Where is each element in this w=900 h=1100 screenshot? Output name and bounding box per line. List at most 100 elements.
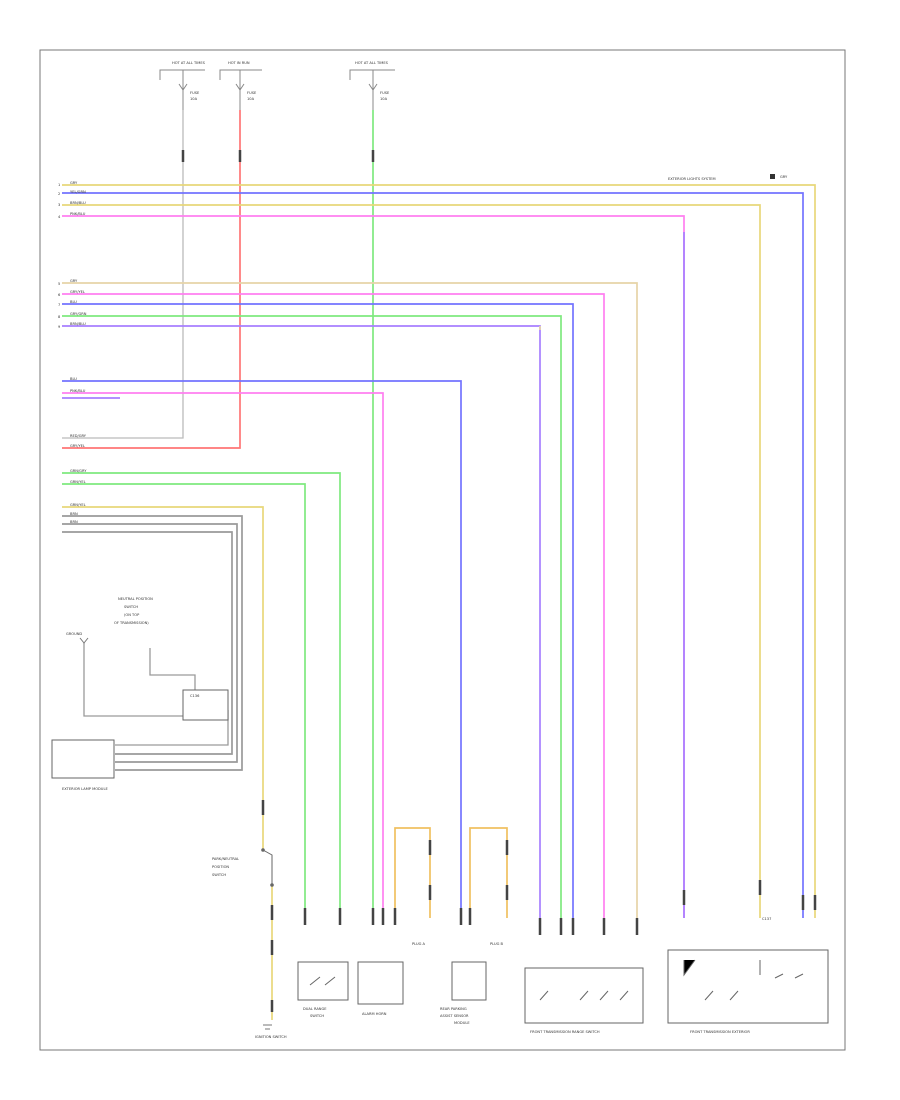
wire-label: RED/GRY (70, 434, 87, 438)
wire-g1-brown (62, 204, 761, 918)
wire-g6-gray-c (62, 531, 233, 755)
connector-ticks (181, 150, 817, 1012)
neutral-text-line: (ON TOP (124, 613, 140, 617)
wire-g2-green (62, 315, 562, 918)
rear-parking-line: MODULE (454, 1021, 470, 1025)
front-range-switch-label: FRONT TRANSMISSION RANGE SWITCH (530, 1030, 600, 1034)
wire-label: GRN/YEL (70, 480, 86, 484)
wire-label: BRN/BLU (70, 322, 86, 326)
wire-label: BRN (70, 520, 78, 524)
park-switch-line: POSITION (212, 865, 229, 869)
fuse-middle-rating: 10A (247, 97, 255, 101)
dual-range-switch (297, 961, 349, 1001)
left-labels-group3: BLU PNK/BLU (70, 377, 86, 393)
park-neutral-switch: PARK/NEUTRAL POSITION SWITCH (212, 848, 274, 887)
wire-g2-blue (62, 303, 574, 918)
fuse-feed-middle: HOT IN RUN FUSE 10A (219, 61, 262, 110)
left-labels-group4: RED/GRY GRY/YEL (70, 434, 87, 448)
left-labels-group1: GRY YEL/GRN BRN/BLU PNK/BLU (70, 181, 86, 216)
exterior-lights-label: EXTERIOR LIGHTS SYSTEM (668, 177, 716, 181)
wire-g5-green-a (62, 472, 341, 918)
wire-g3-pink (62, 392, 384, 918)
svg-text:6: 6 (58, 293, 61, 297)
svg-text:1: 1 (58, 183, 60, 187)
top-right-wire-label: GRY (780, 175, 788, 179)
svg-text:5: 5 (58, 282, 60, 286)
wire-g1-gray (62, 184, 816, 918)
wire-label: BRN/BLU (70, 201, 86, 205)
neutral-text-line: SWITCH (124, 605, 138, 609)
wire-feed-middle-red (62, 110, 241, 449)
svg-text:2: 2 (58, 192, 60, 196)
dual-range-line: DUAL RANGE (303, 1007, 327, 1011)
fuse-right-name: FUSE (380, 91, 390, 95)
neutral-text-line: NEUTRAL POSITION (118, 597, 153, 601)
wire-label: BLU (70, 377, 77, 381)
fuse-feed-left: HOT AT ALL TIMES FUSE 10A (159, 61, 206, 110)
switch-contacts-icon (309, 976, 336, 986)
wire-module-link (149, 648, 196, 690)
wire-label: GRN/GRY (70, 469, 87, 473)
wire-label: GRY/GRN (70, 312, 87, 316)
exterior-switch-contacts (683, 959, 804, 1001)
left-pin-numbers: 12 34 56 78 9 (58, 183, 61, 329)
wire-g2-pink (62, 293, 605, 918)
wire-g1-blue (62, 192, 804, 918)
left-labels-group5: GRN/GRY GRN/YEL (70, 469, 87, 484)
wire-label: YEL/GRN (70, 190, 86, 194)
plug-b-label: PLUG B (490, 942, 504, 946)
front-transmission-exterior (667, 949, 829, 1024)
fuse-feed-right: HOT AT ALL TIMES FUSE 10A (349, 61, 395, 110)
wire-label: BLU (70, 300, 77, 304)
wire-label: GRY (70, 279, 78, 283)
fuse-middle-name: FUSE (247, 91, 257, 95)
fuse-left-rating: 10A (190, 97, 198, 101)
wire-g6-gray-b (62, 523, 238, 763)
ground-icon (79, 637, 89, 644)
neutral-switch-module (182, 689, 229, 721)
fuse-right-hot: HOT AT ALL TIMES (355, 61, 389, 65)
wire-feed-left (62, 110, 184, 439)
plug-c-label: C136 (190, 694, 200, 698)
wire-g3-blue (62, 380, 462, 918)
alarm-horn (357, 961, 404, 1005)
wire-label: GRN/YEL (70, 503, 86, 507)
rear-parking-line: ASSIST SENSOR (440, 1014, 469, 1018)
fuse-middle-hot: HOT IN RUN (228, 61, 250, 65)
wire-module-out (115, 710, 229, 746)
ground-label: GROUND (66, 632, 82, 636)
range-switch-contacts (539, 990, 629, 1001)
wire-g2-gray (62, 282, 638, 918)
fuse-left-name: FUSE (190, 91, 200, 95)
exterior-lamp-module (51, 739, 115, 779)
splice-icon (770, 174, 775, 179)
neutral-switch-text: NEUTRAL POSITION SWITCH (ON TOP OF TRANS… (114, 597, 153, 625)
svg-text:4: 4 (58, 215, 61, 219)
park-switch-line: SWITCH (212, 873, 226, 877)
diagram-frame (39, 49, 846, 1051)
left-labels-group6: GRN/YEL BRN BRN (70, 503, 86, 524)
ignition-switch-label: IGNITION SWITCH (255, 1035, 287, 1039)
svg-text:3: 3 (58, 203, 60, 207)
exterior-lamp-module-label: EXTERIOR LAMP MODULE (62, 787, 108, 791)
wire-label: PNK/BLU (70, 212, 86, 216)
neutral-text-line: OF TRANSMISSION) (114, 621, 149, 625)
alarm-horn-label: ALARM HORN (362, 1012, 387, 1016)
svg-text:7: 7 (58, 303, 60, 307)
park-switch-line: PARK/NEUTRAL (212, 857, 239, 861)
wire-orange-loop-a (394, 827, 431, 918)
fuse-right-rating: 10A (380, 97, 388, 101)
bottom-ground: IGNITION SWITCH (255, 1024, 287, 1039)
rear-parking-line: REAR PARKING (440, 1007, 467, 1011)
plug-a-label: PLUG A (412, 942, 426, 946)
fuse-left-hot: HOT AT ALL TIMES (172, 61, 206, 65)
wire-antenna-ground (83, 643, 183, 717)
svg-text:9: 9 (58, 325, 61, 329)
wire-label: BRN (70, 512, 78, 516)
left-labels-group2: GRY GRY/YEL BLU GRY/GRN BRN/BLU (70, 279, 87, 326)
wire-label: PNK/BLU (70, 389, 86, 393)
rear-parking-module (451, 961, 487, 1001)
wire-g6-yellow (62, 506, 264, 820)
front-exterior-label: FRONT TRANSMISSION EXTERIOR (690, 1030, 750, 1034)
